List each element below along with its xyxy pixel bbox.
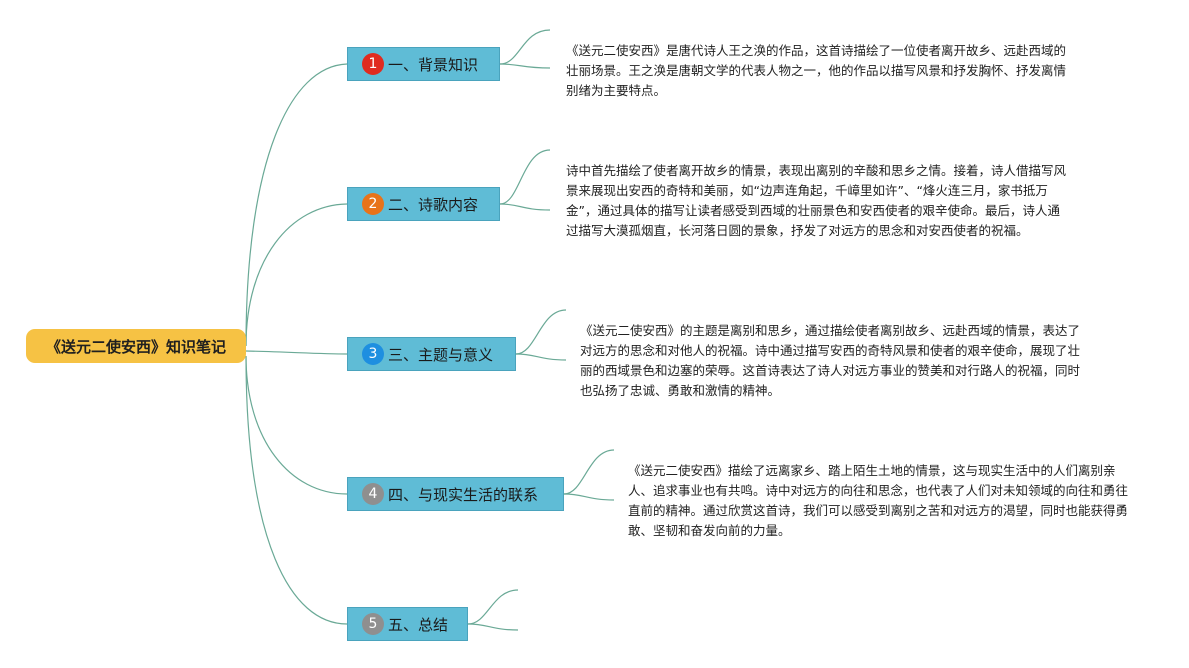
- connector-branch-3-note-bottom: [515, 353, 567, 361]
- connector-branch-1-note-bottom: [499, 63, 551, 69]
- root-topic[interactable]: 《送元二使安西》知识笔记: [26, 329, 246, 363]
- connector-root-branch-2: [245, 203, 348, 347]
- branch-5-summary[interactable]: 5 五、总结: [347, 607, 468, 641]
- branch-2-note: 诗中首先描绘了使者离开故乡的情景，表现出离别的辛酸和思乡之情。接着，诗人借描写风…: [566, 163, 1067, 238]
- connector-root-branch-5: [245, 355, 348, 625]
- branch-2-content[interactable]: 2 二、诗歌内容: [347, 187, 500, 221]
- connector-branch-5-note-top: [467, 589, 519, 625]
- connector-branch-4-note-top: [563, 449, 615, 495]
- branch-5-number-badge: 5: [362, 613, 384, 635]
- branch-3-theme[interactable]: 3 三、主题与意义: [347, 337, 516, 371]
- connector-branch-1-note-top: [499, 29, 551, 65]
- connector-branch-2-note-top: [499, 149, 551, 205]
- connector-branch-2-note-bottom: [499, 203, 551, 211]
- branch-2-label: 二、诗歌内容: [388, 195, 479, 214]
- connector-branch-4-note-bottom: [563, 493, 615, 501]
- branch-4-note: 《送元二使安西》描绘了远离家乡、踏上陌生土地的情景，这与现实生活中的人们离别亲人…: [628, 463, 1129, 538]
- connector-root-branch-1: [245, 63, 348, 347]
- branch-1-label: 一、背景知识: [388, 55, 479, 74]
- branch-4-number-badge: 4: [362, 483, 384, 505]
- branch-1-background[interactable]: 1 一、背景知识: [347, 47, 500, 81]
- branch-4-real-life[interactable]: 4 四、与现实生活的联系: [347, 477, 564, 511]
- branch-3-note: 《送元二使安西》的主题是离别和思乡，通过描绘使者离别故乡、远赴西域的情景，表达了…: [580, 323, 1081, 398]
- branch-1-number-badge: 1: [362, 53, 384, 75]
- branch-1-note: 《送元二使安西》是唐代诗人王之涣的作品，这首诗描绘了一位使者离开故乡、远赴西域的…: [566, 43, 1067, 98]
- connector-root-branch-4: [245, 355, 348, 495]
- branch-3-label: 三、主题与意义: [388, 345, 494, 364]
- branch-4-label: 四、与现实生活的联系: [388, 485, 539, 504]
- connector-root-branch-3: [245, 350, 348, 355]
- connector-branch-5-note-bottom: [467, 623, 519, 631]
- root-topic-label: 《送元二使安西》知识笔记: [45, 337, 226, 356]
- branch-3-number-badge: 3: [362, 343, 384, 365]
- connector-branch-3-note-top: [515, 309, 567, 355]
- branch-2-number-badge: 2: [362, 193, 384, 215]
- branch-5-label: 五、总结: [388, 615, 449, 634]
